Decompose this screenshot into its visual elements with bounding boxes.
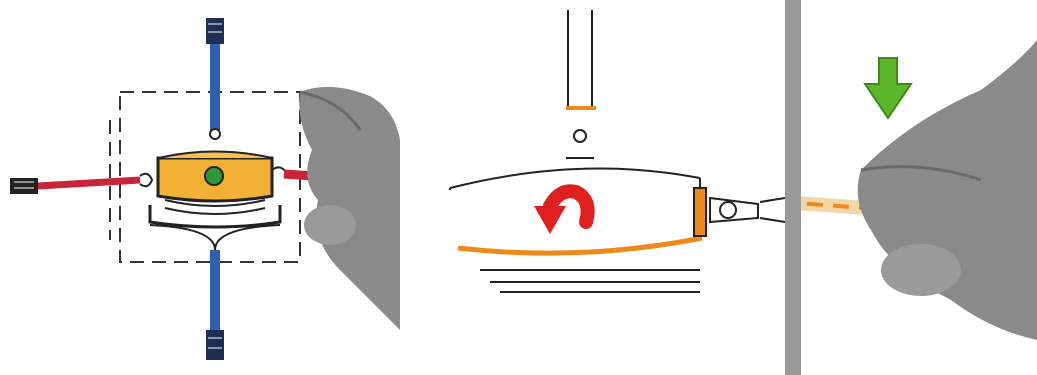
curved-rotation-arrow-icon — [534, 191, 588, 234]
red-wire-left — [10, 174, 152, 194]
panel-hand-close-up — [801, 0, 1037, 375]
hand-left — [299, 87, 400, 330]
blue-wire-top — [206, 18, 224, 139]
blue-wire-bottom — [150, 225, 280, 360]
panel-top-view — [0, 0, 410, 375]
vertical-rod — [566, 10, 596, 158]
panel-divider — [785, 0, 801, 375]
panel-side-view — [410, 0, 785, 375]
down-arrow-icon — [865, 58, 911, 118]
indicator-icon — [205, 167, 223, 185]
side-view-sketch — [410, 0, 785, 375]
end-cap — [694, 188, 706, 236]
top-view-sketch — [0, 0, 410, 375]
actuator-body — [150, 152, 286, 228]
hand-close-up — [801, 0, 1037, 375]
connector — [710, 198, 785, 222]
